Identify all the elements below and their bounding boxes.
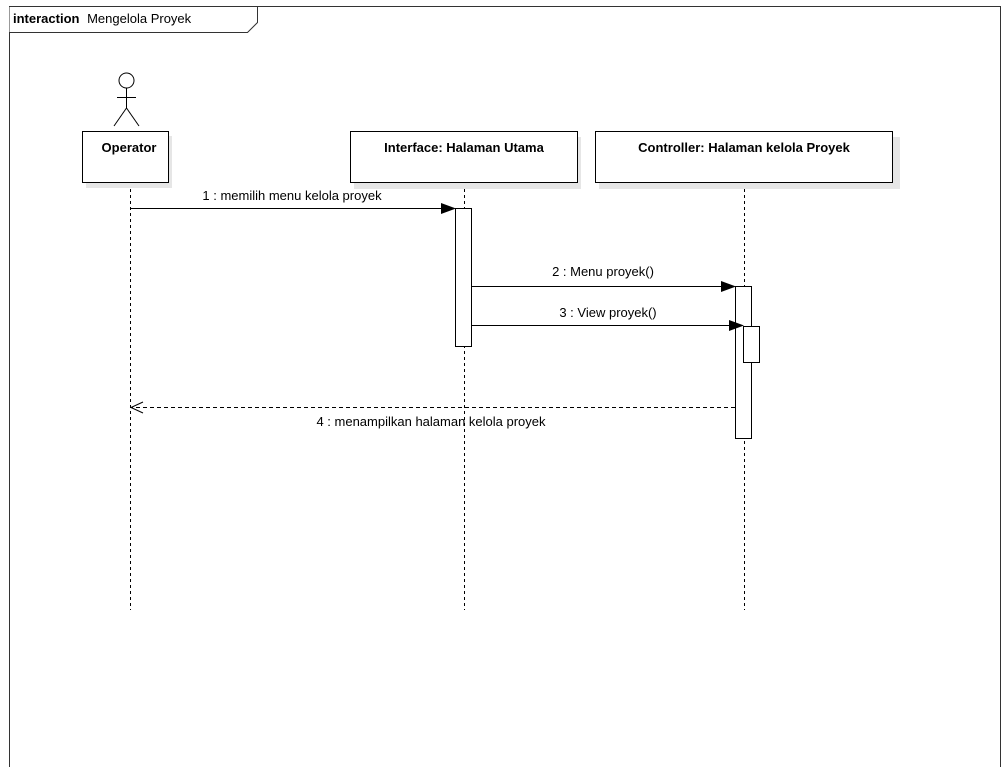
message-4-arrowhead xyxy=(129,401,144,414)
message-2[interactable]: 2 : Menu proyek() xyxy=(471,264,736,292)
message-1-label: 1 : memilih menu kelola proyek xyxy=(202,188,382,203)
lifeline-interface-label: Interface: Halaman Utama xyxy=(384,140,544,155)
message-1-arrowhead xyxy=(441,203,456,214)
lifeline-controller-label: Controller: Halaman kelola Proyek xyxy=(638,140,850,155)
message-4[interactable]: 4 : menampilkan halaman kelola proyek xyxy=(129,401,735,429)
message-3-label: 3 : View proyek() xyxy=(559,305,656,320)
frame-title: interaction Mengelola Proyek xyxy=(13,11,192,26)
message-3-arrowhead xyxy=(729,320,744,331)
lifeline-controller[interactable]: Controller: Halaman kelola Proyek xyxy=(595,131,901,190)
interaction-frame: interaction Mengelola Proyek xyxy=(9,6,1001,767)
message-3[interactable]: 3 : View proyek() xyxy=(471,305,744,331)
stick-figure-icon xyxy=(113,72,140,127)
lifeline-interface-box xyxy=(350,131,578,183)
frame-border xyxy=(9,6,1001,767)
lifeline-operator-box xyxy=(82,131,169,183)
activation-controller-nested xyxy=(743,326,760,363)
message-2-label: 2 : Menu proyek() xyxy=(552,264,654,279)
activation-interface xyxy=(455,208,472,347)
frame-name: Mengelola Proyek xyxy=(87,11,192,26)
frame-keyword: interaction xyxy=(13,11,80,26)
lifeline-controller-box xyxy=(595,131,893,183)
activation-bars xyxy=(455,208,760,439)
actor-operator[interactable]: Operator xyxy=(82,72,173,188)
frame-tab xyxy=(9,6,258,33)
message-4-label: 4 : menampilkan halaman kelola proyek xyxy=(316,414,546,429)
message-1[interactable]: 1 : memilih menu kelola proyek xyxy=(131,188,456,214)
lifeline-interface[interactable]: Interface: Halaman Utama xyxy=(350,131,582,190)
lifeline-lines xyxy=(130,183,745,610)
lifeline-operator-label: Operator xyxy=(102,140,157,155)
message-2-arrowhead xyxy=(721,281,736,292)
